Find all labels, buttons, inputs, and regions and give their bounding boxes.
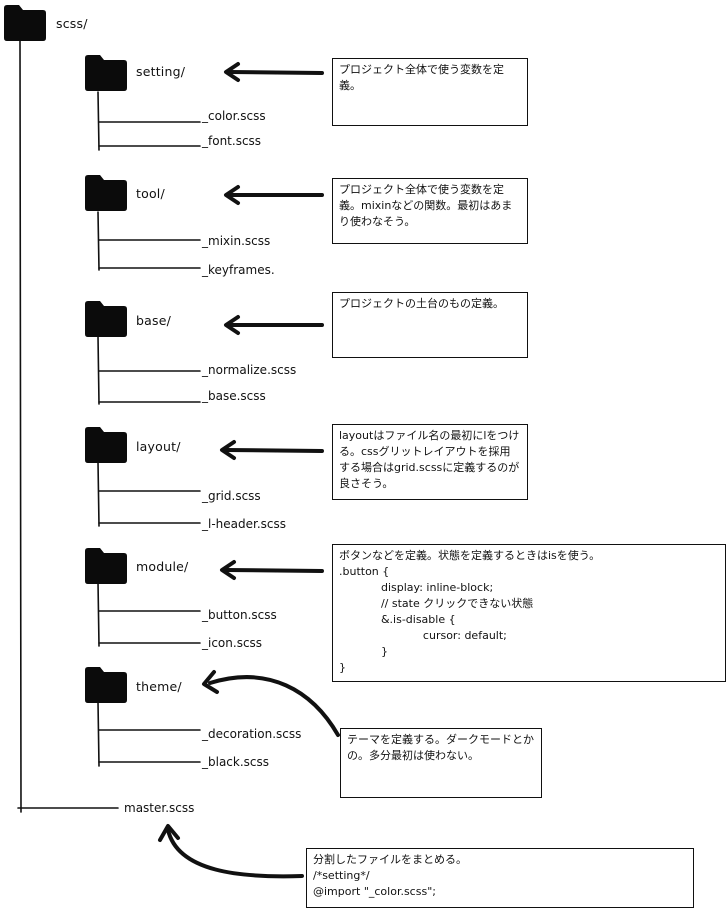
note-master-line: /*setting*/	[313, 869, 370, 882]
note-layout-text: layoutはファイル名の最初にlをつける。cssグリットレイアウトを採用する場…	[339, 429, 520, 490]
file-grid-scss: _grid.scss	[202, 489, 261, 503]
tool-folder-icon	[85, 175, 127, 211]
file-keyframes: _keyframes.	[202, 263, 275, 277]
arrow-module	[220, 560, 324, 580]
note-module-line: .button {	[339, 565, 390, 578]
file-normalize-scss: _normalize.scss	[202, 363, 297, 377]
tool-folder-label: tool/	[136, 186, 165, 201]
arrow-layout	[220, 440, 324, 460]
arrow-tool	[224, 185, 324, 205]
note-setting: プロジェクト全体で使う変数を定義。	[332, 58, 528, 126]
note-module-line: &.is-disable {	[339, 613, 456, 626]
file-l-header-scss: _l-header.scss	[202, 517, 287, 531]
layout-folder-label: layout/	[136, 439, 181, 454]
root-folder-icon	[4, 5, 46, 41]
base-folder-icon	[85, 301, 127, 337]
file-color-scss: _color.scss	[202, 109, 266, 123]
file-decoration-scss: _decoration.scss	[202, 727, 302, 741]
module-folder-icon	[85, 548, 127, 584]
note-setting-text: プロジェクト全体で使う変数を定義。	[339, 63, 504, 92]
note-tool-text: プロジェクト全体で使う変数を定義。mixinなどの関数。最初はあまり使わなそう。	[339, 183, 513, 228]
note-tool: プロジェクト全体で使う変数を定義。mixinなどの関数。最初はあまり使わなそう。	[332, 178, 528, 244]
theme-folder-label: theme/	[136, 679, 182, 694]
arrow-base	[224, 315, 324, 335]
note-base-text: プロジェクトの土台のもの定義。	[339, 297, 504, 310]
note-module-line: }	[339, 645, 388, 658]
note-module-line: }	[339, 661, 346, 674]
root-folder-label: scss/	[56, 16, 88, 31]
base-folder-label: base/	[136, 313, 172, 328]
note-base: プロジェクトの土台のもの定義。	[332, 292, 528, 358]
note-master: 分割したファイルをまとめる。 /*setting*/ @import "_col…	[306, 848, 694, 908]
note-module-line: ボタンなどを定義。状態を定義するときはisを使う。	[339, 549, 601, 562]
note-module: ボタンなどを定義。状態を定義するときはisを使う。 .button { disp…	[332, 544, 726, 682]
note-module-line: display: inline-block;	[339, 581, 494, 594]
file-button-scss: _button.scss	[202, 608, 277, 622]
arrow-master	[158, 824, 304, 879]
file-icon-scss: _icon.scss	[202, 636, 263, 650]
note-module-line: cursor: default;	[339, 629, 507, 642]
note-master-line: 分割したファイルをまとめる。	[313, 853, 467, 866]
layout-folder-icon	[85, 427, 127, 463]
note-module-line: // state クリックできない状態	[339, 597, 534, 610]
note-theme-text: テーマを定義する。ダークモードとかの。多分最初は使わない。	[347, 733, 534, 762]
setting-folder-icon	[85, 55, 127, 91]
note-theme: テーマを定義する。ダークモードとかの。多分最初は使わない。	[340, 728, 542, 798]
setting-folder-label: setting/	[136, 64, 186, 79]
note-master-line: @import "_color.scss";	[313, 885, 436, 898]
theme-folder-icon	[85, 667, 127, 703]
arrow-setting	[224, 62, 324, 82]
file-mixin-scss: _mixin.scss	[202, 234, 271, 248]
file-black-scss: _black.scss	[202, 755, 270, 769]
module-folder-label: module/	[136, 559, 189, 574]
note-layout: layoutはファイル名の最初にlをつける。cssグリットレイアウトを採用する場…	[332, 424, 528, 500]
arrow-theme	[202, 670, 340, 737]
file-master-scss: master.scss	[124, 801, 195, 815]
file-base-scss: _base.scss	[202, 389, 266, 403]
file-font-scss: _font.scss	[202, 134, 262, 148]
